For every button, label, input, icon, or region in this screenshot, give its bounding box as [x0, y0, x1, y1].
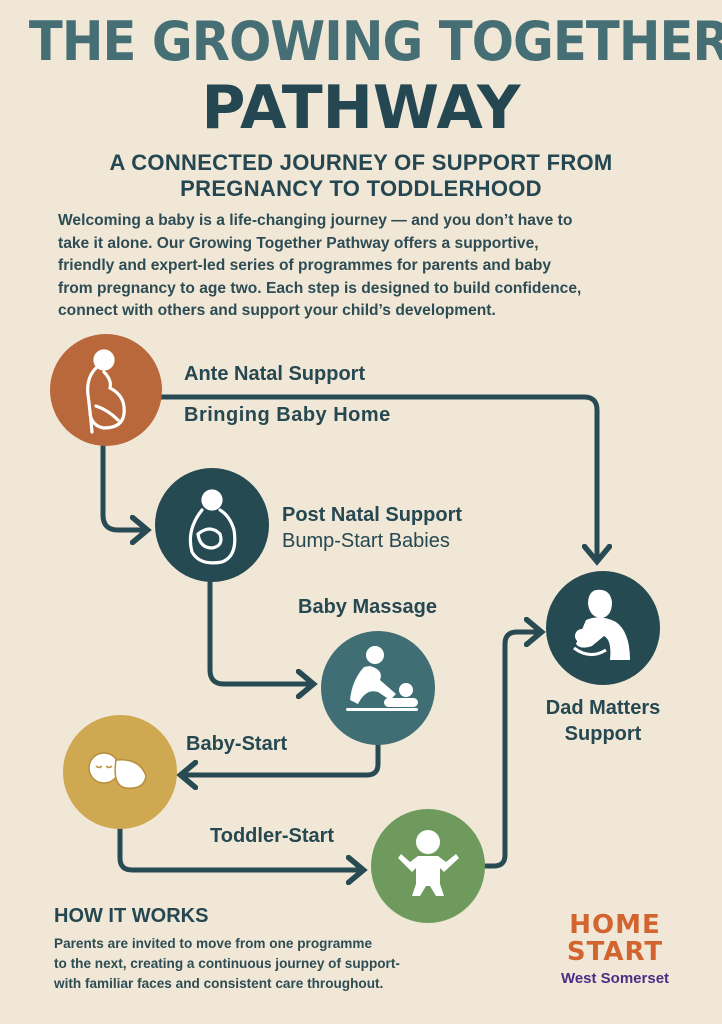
post-natal-subtitle: Bump-Start Babies: [282, 530, 450, 552]
intro-line: take it alone. Our Growing Together Path…: [58, 234, 539, 252]
subtitle-line-1: A CONNECTED JOURNEY OF SUPPORT FROM: [109, 150, 613, 175]
how-it-works-line: with familiar faces and consistent care …: [54, 976, 384, 991]
how-it-works-line: Parents are invited to move from one pro…: [54, 936, 373, 951]
title-line-1: THE GROWING TOGETHER: [28, 10, 722, 73]
title-line-2: PATHWAY: [201, 73, 521, 143]
intro-paragraph: Welcoming a baby is a life-changing jour…: [58, 210, 673, 323]
connector-babystart-to-toddler: [117, 825, 362, 870]
ante-natal-title: Ante Natal Support: [184, 363, 366, 385]
how-it-works-text: Parents are invited to move from one pro…: [54, 934, 400, 994]
mother-holding-baby-icon: [188, 489, 237, 565]
pregnant-woman-icon: [86, 349, 126, 434]
logo-line-1: HOME: [569, 910, 661, 940]
subtitle-line-2: PREGNANCY TO TODDLERHOOD: [180, 176, 542, 201]
dad-matters-line-1: Dad Matters: [545, 697, 661, 719]
step-baby-start-circle: [63, 715, 177, 829]
connector-massage-to-babystart: [182, 742, 381, 775]
connector-toddler-to-dad: [481, 632, 540, 869]
logo-line-2: START: [566, 937, 664, 967]
post-natal-title: Post Natal Support: [282, 504, 463, 526]
intro-line: connect with others and support your chi…: [58, 302, 496, 319]
ante-natal-subtitle: Bringing Baby Home: [184, 404, 391, 426]
step-dad-matters-circle: [546, 571, 660, 685]
step-post-natal-circle: [155, 468, 269, 582]
baby-massage-title: Baby Massage: [298, 596, 437, 618]
intro-line: from pregnancy to age two. Each step is …: [58, 279, 582, 297]
how-it-works-line: to the next, creating a continuous journ…: [54, 956, 400, 971]
toddler-icon: [398, 830, 459, 896]
connector-ante-to-post: [100, 444, 146, 530]
toddler-start-title: Toddler-Start: [210, 825, 335, 847]
dad-matters-title: Dad Matters Support: [530, 695, 676, 747]
intro-line: friendly and expert-led series of progra…: [58, 257, 552, 274]
connector-ante-to-dad: [157, 394, 597, 560]
subtitle: A CONNECTED JOURNEY OF SUPPORT FROM PREG…: [20, 150, 702, 202]
how-it-works-heading: HOW IT WORKS: [54, 905, 209, 927]
step-toddler-start-circle: [371, 809, 485, 923]
baby-start-title: Baby-Start: [186, 733, 288, 755]
sleeping-baby-icon: [88, 752, 147, 789]
step-baby-massage-circle: [321, 631, 435, 745]
home-start-logo: HOME START West Somerset: [560, 912, 670, 988]
step-ante-natal-circle: [50, 334, 162, 446]
logo-area-name: West Somerset: [560, 970, 670, 987]
intro-line: Welcoming a baby is a life-changing jour…: [58, 212, 573, 229]
father-holding-baby-icon: [573, 589, 630, 660]
connector-post-to-massage: [207, 580, 312, 684]
dad-matters-line-2: Support: [564, 723, 642, 745]
baby-massage-icon: [346, 646, 418, 711]
